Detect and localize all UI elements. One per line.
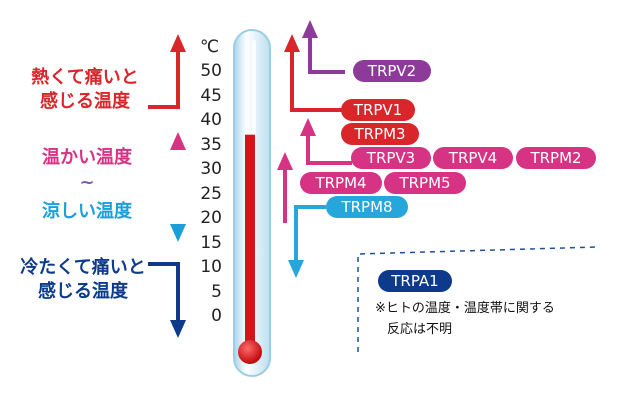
thermometer-bulb [238,340,262,364]
scale-tick-40: 40 [200,110,222,130]
scale-tick-0: 0 [211,306,222,326]
trpa1-note: ※ヒトの温度・温度帯に関する 反応は不明 [375,301,555,337]
cold-pain-arrow [148,262,186,338]
warm-label: 温かい温度 [42,147,132,168]
channel-trpv3: TRPV3 [351,147,431,169]
trpv2-arrow [302,20,345,74]
trpa1-dashed-frame [357,246,598,352]
channel-trpv4: TRPV4 [433,147,513,169]
cool-label: 涼しい温度 [42,201,132,222]
channel-trpv2: TRPV2 [353,60,431,82]
tilde-label: ~ [79,172,95,193]
hot-pain-label: 熱くて痛いと 感じる温度 [31,67,139,112]
trpm8-arrow [288,205,326,278]
channel-trpa1: TRPA1 [378,270,452,292]
thermometer [233,29,271,377]
hot-pain-arrow [148,34,186,109]
scale-tick-35: 35 [200,134,222,155]
scale-tick-20: 20 [200,208,222,228]
channel-trpm3: TRPM3 [341,123,419,145]
scale-tick-25: 25 [200,183,222,204]
channel-trpv1: TRPV1 [341,99,415,121]
channel-trpm5: TRPM5 [384,172,466,194]
scale-tick-15: 15 [200,232,222,253]
celsius-unit: ℃ [200,37,220,57]
scale-tick-5: 5 [211,281,222,302]
warm-arrow [170,132,186,188]
cool-arrow [170,194,186,242]
trpm4-arrow [277,152,293,223]
channel-trpm8: TRPM8 [326,196,408,218]
trpv3-arrow [300,118,352,165]
mercury-column [245,134,255,348]
scale-tick-30: 30 [200,159,222,179]
scale-tick-50: 50 [200,61,222,81]
channel-trpm4: TRPM4 [300,172,382,194]
trpv1-arrow [284,34,345,112]
scale-tick-10: 10 [200,257,222,277]
channel-trpm2: TRPM2 [516,147,596,169]
cold-pain-label: 冷たくて痛いと 感じる温度 [20,257,146,302]
scale-tick-45: 45 [200,85,222,106]
